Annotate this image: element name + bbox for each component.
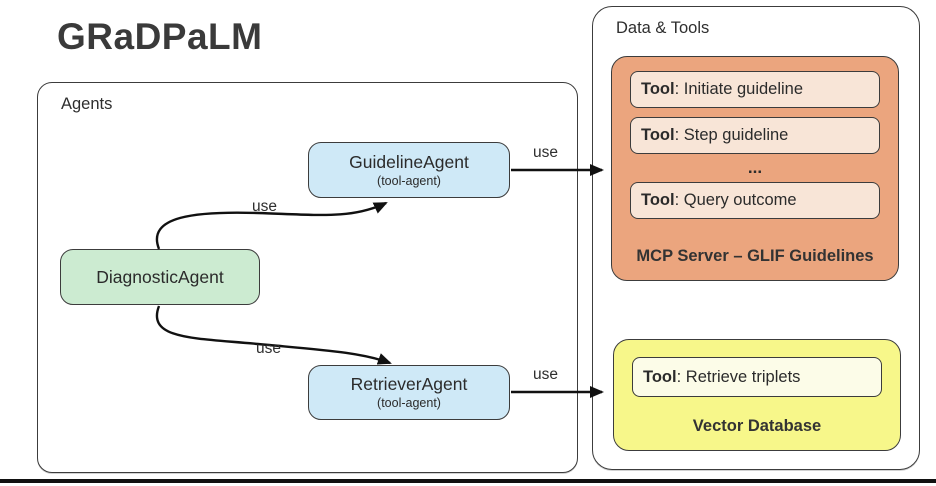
diagnostic-agent-name: DiagnosticAgent (96, 266, 224, 287)
tool-chip-text: : Retrieve triplets (676, 367, 801, 386)
tool-chip-prefix: Tool (641, 126, 675, 144)
tool-chip-prefix: Tool (641, 80, 675, 98)
guideline-agent-subtitle: (tool-agent) (377, 173, 441, 188)
retriever-agent-subtitle: (tool-agent) (377, 396, 441, 411)
tool-chip-prefix: Tool (643, 367, 677, 386)
tool-chip-initiate-guideline: Tool: Initiate guideline (630, 71, 880, 108)
guideline-agent-name: GuidelineAgent (349, 151, 469, 172)
data-tools-panel-label: Data & Tools (616, 19, 710, 37)
data-tools-panel: Data & Tools Tool: Initiate guideline To… (592, 6, 920, 470)
diagram-title: GRaDPaLM (57, 16, 263, 57)
tool-chip-step-guideline: Tool: Step guideline (630, 117, 880, 154)
tool-chip-text: : Query outcome (674, 191, 797, 209)
retriever-agent-name: RetrieverAgent (350, 374, 468, 395)
tool-chip-text: : Step guideline (674, 126, 789, 144)
tools-ellipsis: ... (747, 158, 763, 177)
edge-label-diagnostic-guideline: use (252, 198, 277, 215)
tool-chip-query-outcome: Tool: Query outcome (630, 182, 880, 219)
bottom-border-line (0, 479, 936, 483)
agents-panel-label: Agents (61, 95, 113, 113)
retriever-agent-node: RetrieverAgent (tool-agent) (308, 365, 510, 420)
mcp-server-box: Tool: Initiate guideline Tool: Step guid… (611, 56, 899, 281)
diagnostic-agent-node: DiagnosticAgent (60, 249, 260, 305)
mcp-server-caption: MCP Server – GLIF Guidelines (636, 247, 874, 265)
vector-database-box: Tool: Retrieve triplets Vector Database (613, 339, 901, 451)
edge-label-diagnostic-retriever: use (256, 340, 281, 357)
edge-label-retriever-vectordb: use (533, 366, 558, 383)
tool-chip-prefix: Tool (641, 191, 675, 209)
tool-chip-retrieve-triplets: Tool: Retrieve triplets (632, 357, 882, 397)
vector-database-caption: Vector Database (692, 417, 822, 435)
tool-chip-text: : Initiate guideline (674, 80, 804, 98)
guideline-agent-node: GuidelineAgent (tool-agent) (308, 142, 510, 198)
edge-label-guideline-mcp: use (533, 144, 558, 161)
